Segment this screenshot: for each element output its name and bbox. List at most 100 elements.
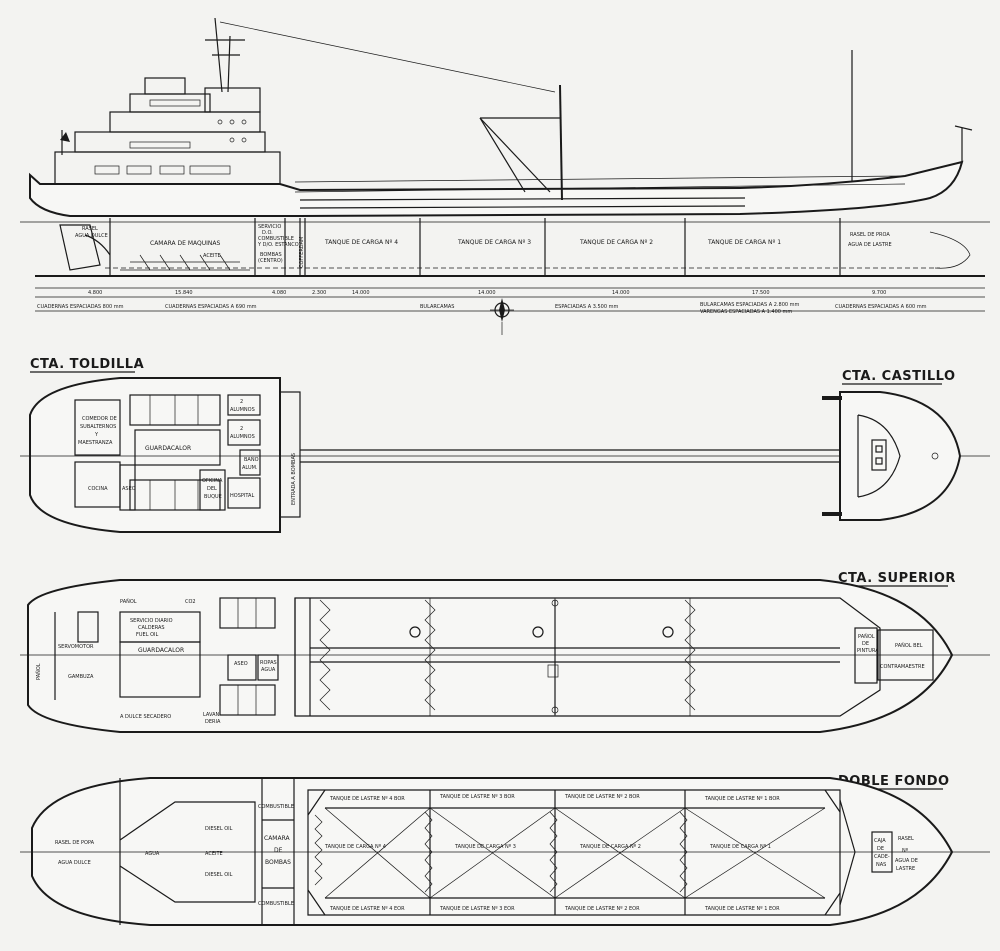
toldilla-aseo: ASEO <box>122 486 136 492</box>
df-camara-2: DE <box>274 847 283 854</box>
profile-dim-5: 14.000 <box>352 290 370 296</box>
df-agua: AGUA <box>145 851 160 857</box>
profile-aft-tank-label-2: AGUA DULCE <box>75 233 108 239</box>
superior-servo: SERVOMOTOR <box>58 644 94 650</box>
profile-services-label-2: D.O. <box>262 230 273 236</box>
profile-fore-peak-label-2: AGUA DE LASTRE <box>848 242 892 248</box>
derrick <box>479 84 563 201</box>
superior-panol-bel-1: PAÑOL BEL <box>895 642 923 649</box>
df-lastre-bot-1: TANQUE DE LASTRE Nº 1 EOR <box>704 906 780 912</box>
df-carga-1: TANQUE DE CARGA Nº 1 <box>709 844 771 850</box>
superior-pinturas-2: DE <box>862 641 869 647</box>
df-rasel-popa-1: RASEL DE POPA <box>55 840 95 846</box>
toldilla-oficina-2: DEL <box>207 486 217 492</box>
profile-dim-7: 14.000 <box>612 290 630 296</box>
toldilla-bano-1: BAÑO <box>244 456 259 463</box>
profile-dim-4: 2.300 <box>312 290 326 296</box>
superior-gambuza: GAMBUZA <box>68 674 94 680</box>
profile-tank-1-label: TANQUE DE CARGA Nº 1 <box>707 239 781 246</box>
profile-pumps-label-2: (CENTRO) <box>258 258 283 264</box>
superstructure <box>54 17 556 185</box>
toldilla-comedor-2: SUBALTERNOS <box>80 424 116 430</box>
superior-secadero: A DULCE SECADERO <box>120 714 171 720</box>
profile-aceite-label: ACEITE <box>203 253 221 259</box>
toldilla-comedor-1: COMEDOR DE <box>82 416 117 422</box>
superior-lavanderia-1: LAVAN- <box>203 712 221 718</box>
df-diesel-oil-1: DIESEL OIL <box>205 826 233 832</box>
profile-dim-2: 15.840 <box>175 290 193 296</box>
df-camara-1: CAMARA <box>264 835 291 842</box>
poop-deck-view: CTA. TOLDILLA COMEDOR DE SUBALTERNOS Y M… <box>20 357 990 533</box>
double-bottom-hull <box>31 777 954 926</box>
upper-deck-hull <box>27 579 954 733</box>
df-lastre-bot-2: TANQUE DE LASTRE Nº 2 EOR <box>564 906 640 912</box>
center-mark-icon <box>490 298 514 335</box>
df-caja-3: CADE- <box>874 854 890 860</box>
profile-tank-2-label: TANQUE DE CARGA Nº 2 <box>579 239 653 246</box>
toldilla-guardacalor: GUARDACALOR <box>145 445 191 452</box>
profile-view: RASEL AGUA DULCE CAMARA DE MAQUINAS ACEI… <box>20 17 990 335</box>
profile-bulk-fwd: BULARCAMAS ESPACIADAS A 2.800 mm <box>700 302 800 308</box>
df-caja-1: CAJA <box>874 838 886 844</box>
superior-guardacalor: GUARDACALOR <box>138 647 184 654</box>
superior-co2: CO2 <box>185 599 196 605</box>
profile-bulkheads: BULARCAMAS <box>420 304 454 310</box>
superior-panol: PAÑOL <box>120 598 137 605</box>
profile-aft-tank-label-1: RASEL <box>82 226 98 232</box>
df-carga-4: TANQUE DE CARGA Nº 4 <box>324 844 386 850</box>
toldilla-entrada: ENTRADA A BOMBAS <box>291 453 297 505</box>
superior-pinturas-3: PINTURA <box>857 648 879 654</box>
df-caja-4: NAS <box>876 862 886 868</box>
poop-deck-title: CTA. TOLDILLA <box>30 357 144 372</box>
toldilla-cocina: COCINA <box>88 486 108 492</box>
df-rasel-popa-2: AGUA DULCE <box>58 860 91 866</box>
df-combustible-1: COMBUSTIBLE <box>258 804 294 810</box>
upper-deck-view: CTA. SUPERIOR PA <box>20 571 990 733</box>
toldilla-alumnos1-a: 2 <box>240 399 243 405</box>
profile-varengas: VARENGAS ESPACIADAS A 1.400 mm <box>700 309 792 315</box>
toldilla-alumnos1-b: ALUMNOS <box>230 407 255 413</box>
double-bottom-view: DOBLE FONDO RASEL DE POPA AGUA DULCE DIE… <box>20 774 990 926</box>
df-carga-3: TANQUE DE CARGA Nº 3 <box>454 844 516 850</box>
superior-ropas-1: ROPAS <box>260 660 277 666</box>
profile-fore-peak-label-1: RASEL DE PROA <box>850 232 890 238</box>
profile-frames-aft: CUADERNAS ESPACIADAS 800 mm <box>37 304 124 310</box>
superior-servicio-1: SERVICIO DIARIO <box>130 618 173 624</box>
profile-services-label-4: Y D/O. ESTANCO <box>257 242 299 248</box>
df-rasel-proa-2: Nº <box>902 848 909 854</box>
profile-services-label-1: SERVICIO <box>258 224 281 230</box>
toldilla-alumnos2-a: 2 <box>240 426 243 432</box>
toldilla-oficina-3: BUQUE <box>204 494 222 500</box>
profile-tank-3-label: TANQUE DE CARGA Nº 3 <box>457 239 531 246</box>
superior-servicio-2: CALDERAS <box>138 625 165 631</box>
forecastle-title: CTA. CASTILLO <box>842 369 956 384</box>
toldilla-hospital: HOSPITAL <box>230 493 254 499</box>
df-combustible-2: COMBUSTIBLE <box>258 901 294 907</box>
df-carga-2: TANQUE DE CARGA Nº 2 <box>579 844 641 850</box>
df-diesel-oil-2: DIESEL OIL <box>205 872 233 878</box>
poop-deck-hull <box>29 377 281 533</box>
df-caja-2: DE <box>877 846 884 852</box>
df-rasel-proa-4: LASTRE <box>896 866 915 872</box>
df-lastre-top-4: TANQUE DE LASTRE Nº 4 BOR <box>329 796 405 802</box>
df-rasel-proa-3: AGUA DE <box>895 858 918 864</box>
toldilla-bano-2: ALUM. <box>242 465 258 471</box>
toldilla-alumnos2-b: ALUMNOS <box>230 434 255 440</box>
profile-dim-1: 4.800 <box>88 290 102 296</box>
df-lastre-bot-4: TANQUE DE LASTRE Nº 4 EOR <box>329 906 405 912</box>
superior-pinturas-1: PAÑOL <box>858 633 875 640</box>
superior-aseo: ASEO <box>234 661 248 667</box>
rudder <box>59 224 101 271</box>
df-lastre-top-3: TANQUE DE LASTRE Nº 3 BOR <box>439 794 515 800</box>
profile-dim-3: 4.080 <box>272 290 286 296</box>
profile-dim-6: 14.000 <box>478 290 496 296</box>
profile-tank-4-label: TANQUE DE CARGA Nº 4 <box>324 239 398 246</box>
df-aceite: ACEITE <box>205 851 223 857</box>
profile-dim-8: 17.500 <box>752 290 770 296</box>
profile-engine-room-label: CAMARA DE MAQUINAS <box>150 240 220 247</box>
profile-frames-fwd: CUADERNAS ESPACIADAS A 600 mm <box>835 304 927 310</box>
profile-cofferdam-label: COFFERDAM <box>299 237 305 268</box>
toldilla-comedor-3: Y <box>94 432 99 438</box>
df-lastre-top-1: TANQUE DE LASTRE Nº 1 BOR <box>704 796 780 802</box>
